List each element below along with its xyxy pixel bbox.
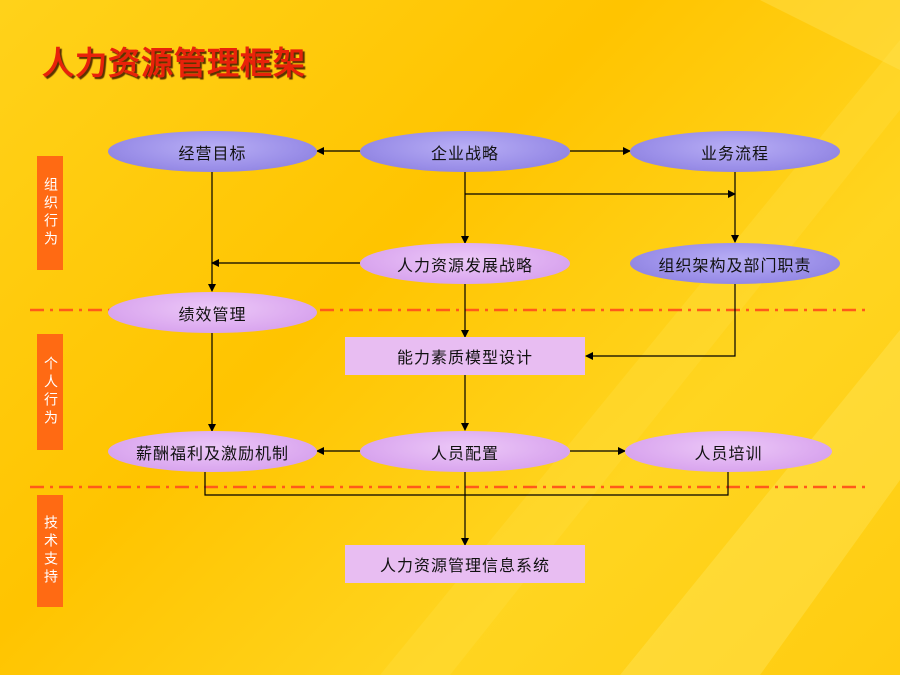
node-business-goal: 经营目标	[108, 131, 317, 172]
page-title: 人力资源管理框架	[42, 44, 307, 82]
node-hris: 人力资源管理信息系统	[345, 545, 585, 583]
node-performance: 绩效管理	[108, 292, 317, 333]
node-org-structure: 组织架构及部门职责	[630, 243, 840, 284]
node-corp-strategy: 企业战略	[360, 131, 570, 172]
side-label-org: 组织行为	[37, 156, 63, 270]
node-business-process: 业务流程	[630, 131, 840, 172]
node-training: 人员培训	[625, 431, 832, 472]
node-competency-model: 能力素质模型设计	[345, 337, 585, 375]
bracket-to-hris	[204, 472, 729, 496]
node-hr-strategy: 人力资源发展战略	[360, 243, 570, 284]
side-label-individual: 个人行为	[37, 334, 63, 450]
node-compensation: 薪酬福利及激励机制	[108, 431, 317, 472]
side-label-tech: 技术支持	[37, 495, 63, 607]
arrow-org-to-competency	[585, 284, 736, 360]
node-staffing: 人员配置	[360, 431, 570, 472]
